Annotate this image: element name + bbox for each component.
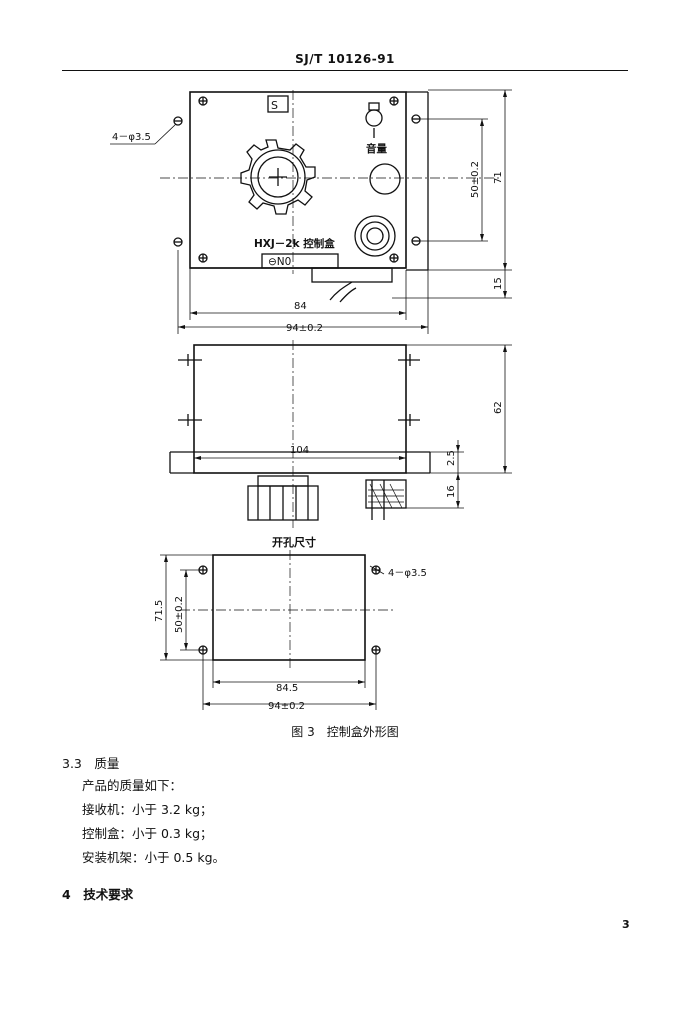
side-dimensions [194, 344, 512, 509]
section-heading: 3.3 质量 [62, 756, 120, 771]
label-box-name: HXJ－2k 控制盒 [254, 237, 335, 250]
label-terminal: ⊖N0 [268, 256, 291, 268]
label-volume: 音量 [366, 142, 387, 155]
cutout-view [198, 554, 381, 661]
dim-94: 94±0.2 [286, 323, 323, 334]
front-dim-arrows [178, 90, 507, 329]
dim-50: 50±0.2 [470, 161, 481, 198]
list-item: 控制盒：小于 0.3 kg； [82, 826, 213, 841]
header-rule [62, 70, 628, 71]
next-section-heading: 4 技术要求 [62, 887, 134, 902]
label-holes-bottom: 4－φ3.5 [388, 568, 427, 579]
dim-62: 62 [493, 401, 504, 414]
list-item: 安装机架：小于 0.5 kg。 [82, 850, 225, 865]
label-switch-s: S [271, 99, 278, 112]
dim-15: 15 [493, 277, 504, 290]
label-holes-top: 4－φ3.5 [112, 132, 151, 143]
dim-84-5: 84.5 [276, 683, 298, 694]
dim-2-5: 2.5 [446, 450, 457, 466]
cutout-dimensions [160, 554, 385, 710]
dim-50-cutout: 50±0.2 [174, 596, 185, 633]
cutout-centerlines [180, 550, 395, 668]
side-view [169, 344, 431, 521]
front-dimensions [110, 89, 512, 334]
front-centerlines [160, 90, 500, 274]
cutout-dim-arrows [164, 555, 376, 706]
front-view [173, 91, 429, 303]
control-box-outline-drawing: 4－φ3.5 S 音量 HXJ－2k 控制盒 ⊖N0 84 94±0.2 50±… [110, 89, 512, 712]
dim-71: 71 [493, 171, 504, 184]
section-intro: 产品的质量如下： [82, 778, 183, 793]
dim-84: 84 [294, 301, 307, 312]
dim-16: 16 [446, 485, 457, 498]
dim-104: 104 [290, 445, 309, 456]
list-item: 接收机：小于 3.2 kg； [82, 802, 213, 817]
side-hatch [368, 483, 404, 509]
dim-94-cutout: 94±0.2 [268, 701, 305, 712]
side-dim-arrows [194, 345, 507, 508]
cutout-title: 开孔尺寸 [272, 535, 316, 549]
page-number: 3 [622, 918, 630, 931]
dim-71-5: 71.5 [154, 600, 165, 622]
figure-caption: 图 3 控制盒外形图 [291, 725, 399, 739]
page-header: SJ/T 10126-91 [295, 52, 395, 66]
